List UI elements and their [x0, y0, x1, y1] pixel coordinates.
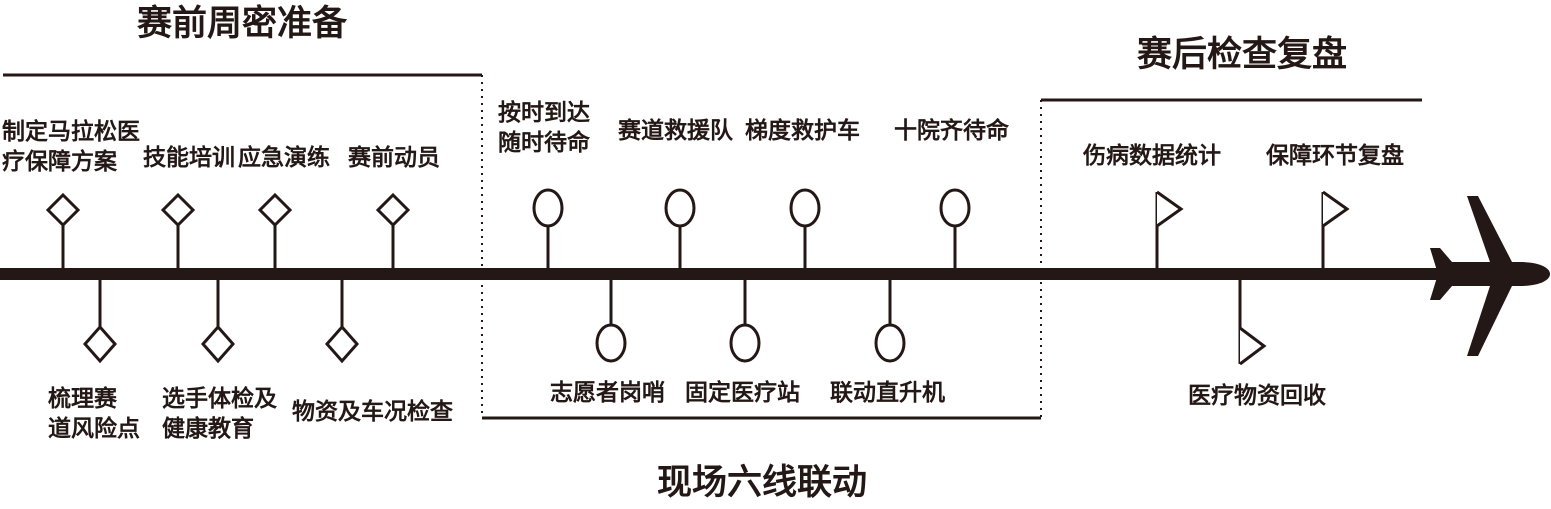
- circle-marker: [874, 280, 906, 363]
- milestone-label: 志愿者岗哨: [550, 380, 665, 406]
- diamond-marker: [82, 280, 118, 364]
- milestone-label: 梯度救护车: [745, 118, 860, 144]
- circle-marker: [789, 188, 821, 268]
- diamond-marker: [257, 192, 293, 268]
- flag-marker: [1238, 280, 1267, 366]
- milestone-label: 伤病数据统计: [1083, 143, 1221, 169]
- milestone-label: 物资及车况检查: [292, 399, 453, 425]
- airplane-icon: [1430, 196, 1550, 356]
- milestone-label: 制定马拉松医 疗保障方案: [2, 119, 140, 175]
- timeline-axis: [0, 268, 1470, 280]
- flag-marker: [1155, 190, 1184, 268]
- diamond-marker: [45, 192, 81, 268]
- milestone-label: 赛道救援队: [618, 118, 733, 144]
- milestone-label: 医疗物资回收: [1188, 383, 1326, 409]
- live-phase-title: 现场六线联动: [656, 463, 868, 503]
- flag-marker: [1321, 190, 1350, 268]
- circle-marker: [595, 280, 627, 363]
- milestone-label: 按时到达 随时待命: [498, 100, 590, 156]
- diamond-marker: [200, 280, 236, 364]
- milestone-label: 联动直升机: [830, 380, 945, 406]
- circle-marker: [532, 188, 564, 268]
- circle-marker: [729, 280, 761, 363]
- diamond-marker: [160, 192, 196, 268]
- pre-phase-title: 赛前周密准备: [136, 4, 348, 44]
- milestone-label: 十院齐待命: [894, 118, 1009, 144]
- diamond-marker: [324, 280, 360, 364]
- milestone-label: 保障环节复盘: [1266, 143, 1404, 169]
- post-phase-title: 赛后检查复盘: [1136, 35, 1348, 75]
- milestone-label: 赛前动员: [348, 145, 440, 171]
- circle-marker: [939, 188, 971, 268]
- diamond-marker: [375, 192, 411, 268]
- milestone-label: 固定医疗站: [685, 380, 800, 406]
- milestone-label: 梳理赛 道风险点: [48, 386, 140, 442]
- milestone-label: 应急演练: [238, 145, 330, 171]
- milestone-label: 选手体检及 健康教育: [162, 386, 277, 442]
- milestone-label: 技能培训: [143, 145, 235, 171]
- circle-marker: [664, 188, 696, 268]
